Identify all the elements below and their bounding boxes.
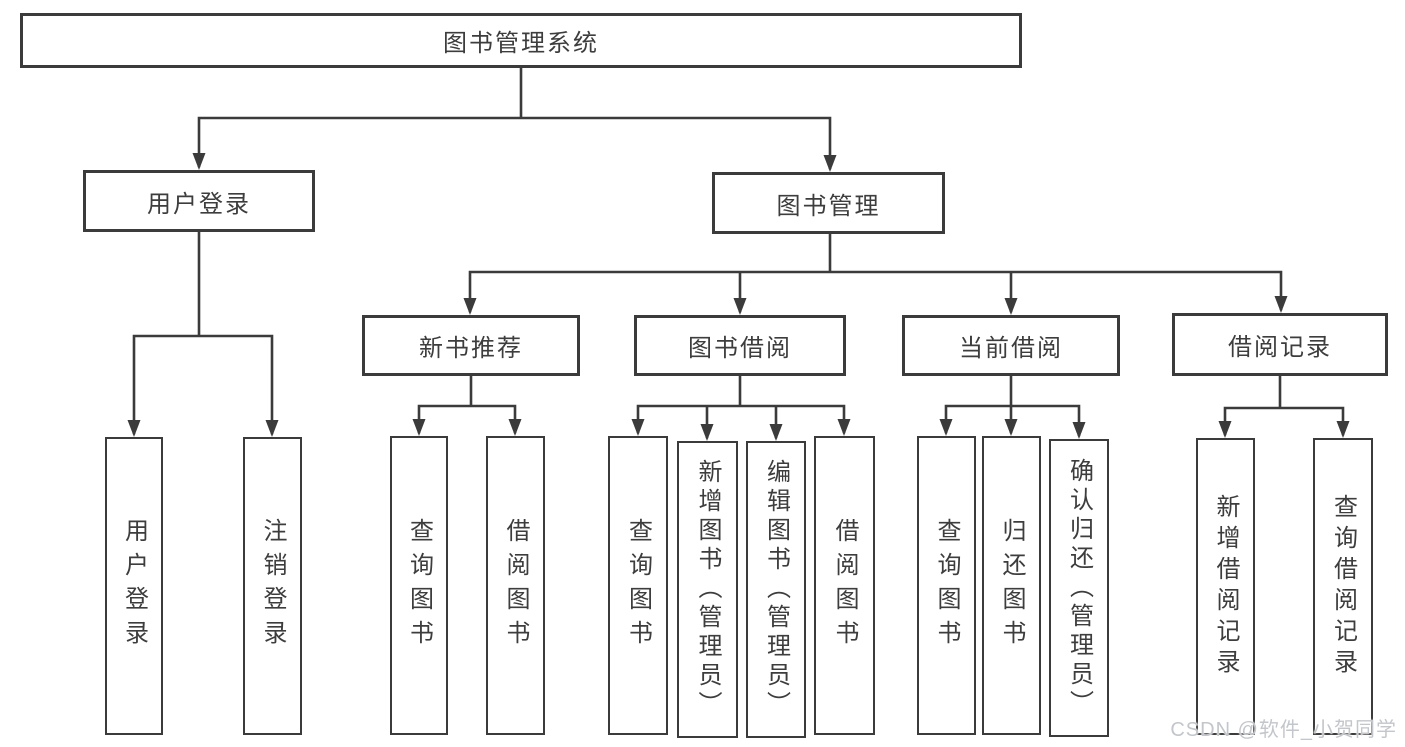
node-leaf-logout: 注销登录 bbox=[243, 437, 302, 735]
node-leaf-user-login: 用户登录 bbox=[105, 437, 163, 735]
node-leaf-add-books-admin: 新增图书（管理员） bbox=[677, 441, 738, 738]
node-leaf-query-borrow-record: 查询借阅记录 bbox=[1313, 438, 1373, 735]
node-leaf-add-borrow-record: 新增借阅记录 bbox=[1196, 438, 1255, 735]
node-leaf-borrow-books-1: 借阅图书 bbox=[486, 436, 545, 735]
node-borrow-record: 借阅记录 bbox=[1172, 313, 1388, 376]
arrowheads bbox=[127, 153, 1350, 441]
node-new-book-recommend: 新书推荐 bbox=[362, 315, 580, 376]
node-book-management: 图书管理 bbox=[712, 172, 945, 234]
csdn-watermark: CSDN @软件_小贺同学 bbox=[1170, 719, 1397, 741]
node-leaf-return-books: 归还图书 bbox=[982, 436, 1041, 735]
node-leaf-edit-books-admin: 编辑图书（管理员） bbox=[746, 441, 806, 738]
node-leaf-query-books-3: 查询图书 bbox=[917, 436, 976, 735]
node-leaf-confirm-return-admin: 确认归还（管理员） bbox=[1049, 439, 1109, 737]
node-leaf-query-books-2: 查询图书 bbox=[608, 436, 668, 735]
node-library-management-system: 图书管理系统 bbox=[20, 13, 1022, 68]
node-book-borrow: 图书借阅 bbox=[634, 315, 846, 376]
node-current-borrow: 当前借阅 bbox=[902, 315, 1120, 376]
node-leaf-borrow-books-2: 借阅图书 bbox=[814, 436, 875, 735]
node-user-login: 用户登录 bbox=[83, 170, 315, 232]
node-leaf-query-books-1: 查询图书 bbox=[390, 436, 448, 735]
